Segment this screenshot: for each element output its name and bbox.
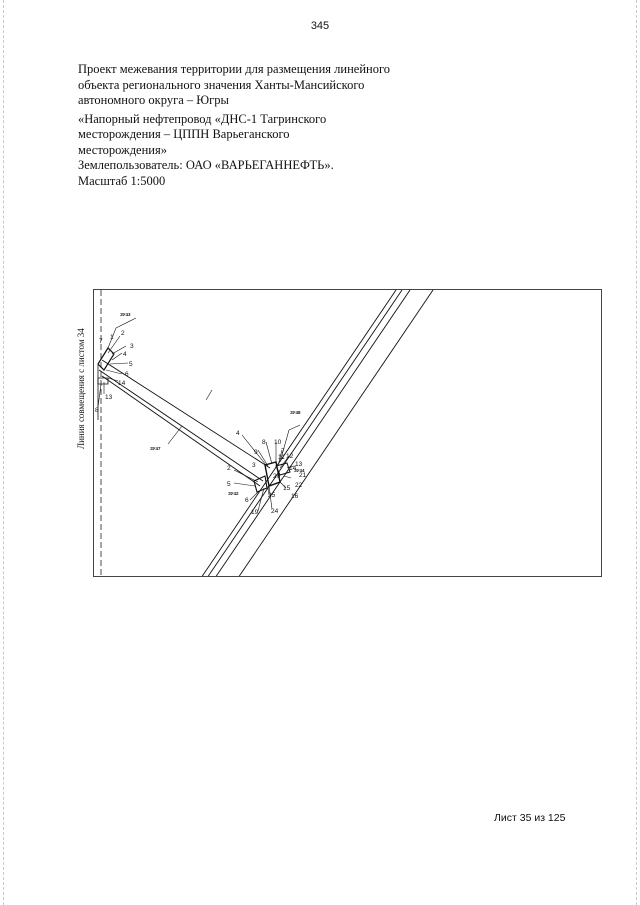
point-label: 21 [299, 472, 307, 479]
point-label: 24 [271, 508, 279, 515]
point-label: 2 [121, 330, 125, 337]
corridor-line [238, 290, 434, 576]
header-line: автономного округа – Югры [78, 93, 229, 107]
scan-edge-left [3, 0, 4, 905]
point-label: 8 [95, 407, 99, 414]
scan-edge-right [636, 0, 637, 905]
land-plot-zu42 [253, 475, 268, 493]
point-label: 19 [251, 509, 259, 516]
point-label: 13 [105, 394, 113, 401]
corridor-line [215, 290, 411, 576]
point-label: 7 [99, 338, 103, 345]
point-label: 13 [295, 461, 303, 468]
point-label: 22 [295, 482, 303, 489]
plot-tag-zu42: ЗУ42 [228, 491, 239, 496]
header-line: месторождения – ЦППН Варьеганского [78, 127, 290, 141]
point-label: 3 [252, 462, 256, 469]
point-label: 14 [118, 380, 126, 387]
header-line: Масштаб 1:5000 [78, 173, 166, 188]
point-label: 20 [273, 473, 281, 480]
point-label: 3 [130, 343, 134, 350]
sheet-counter: Лист 35 из 125 [494, 812, 566, 824]
point-label: 2 [227, 465, 231, 472]
plot-tag-zu47: ЗУ47 [150, 446, 161, 451]
page-number: 345 [310, 20, 330, 32]
point-label: 11 [278, 454, 285, 461]
point-label: 10 [274, 439, 282, 446]
plot-tag-zu48: ЗУ48 [290, 410, 301, 415]
point-label: 7 [281, 448, 285, 455]
match-line-label: Линия совмещения с листом 34 [76, 328, 86, 449]
header-block: Проект межевания территории для размещен… [78, 62, 391, 189]
branch-line [101, 359, 271, 469]
point-label: 15 [283, 485, 291, 492]
header-line: «Напорный нефтепровод «ДНС-1 Тагринского [78, 111, 327, 126]
point-label: 1 [110, 334, 114, 341]
plot-tag-zu44: ЗУ44 [294, 468, 305, 473]
point-label: 4 [236, 430, 240, 437]
point-label: 6 [125, 371, 129, 378]
point-label: 16 [291, 493, 299, 500]
header-line: Проект межевания территории для размещен… [78, 62, 391, 76]
corridor-line [207, 290, 403, 576]
point-label: 25 [268, 492, 276, 499]
point-label: 12 [286, 453, 294, 460]
point-label: 5 [129, 361, 133, 368]
corridor-line [201, 290, 397, 576]
branch-line [98, 369, 264, 482]
point-label: 14 [289, 465, 297, 472]
point-label: 5 [227, 481, 231, 488]
branch-line [101, 375, 261, 487]
point-label: 9 [254, 449, 258, 456]
map-drawing: ЗУ43 ЗУ47 ЗУ48 ЗУ44 ЗУ42 1 2 3 4 5 6 7 8… [93, 289, 602, 577]
land-plot-zu43 [97, 347, 115, 371]
cadastral-map-svg: ЗУ43 ЗУ47 ЗУ48 ЗУ44 ЗУ42 1 2 3 4 5 6 7 8… [95, 290, 434, 576]
point-label: 6 [245, 497, 249, 504]
plot-tag-zu43: ЗУ43 [120, 312, 131, 317]
header-line: Землепользователь: ОАО «ВАРЬЕГАННЕФТЬ». [78, 158, 334, 172]
header-line: объекта регионального значения Ханты-Ман… [78, 77, 365, 92]
leader-lines-center [233, 424, 301, 512]
header-line: месторождения» [78, 142, 167, 157]
point-label: 8 [262, 439, 266, 446]
point-label: 4 [123, 351, 127, 358]
leader-lines-left [97, 317, 213, 445]
